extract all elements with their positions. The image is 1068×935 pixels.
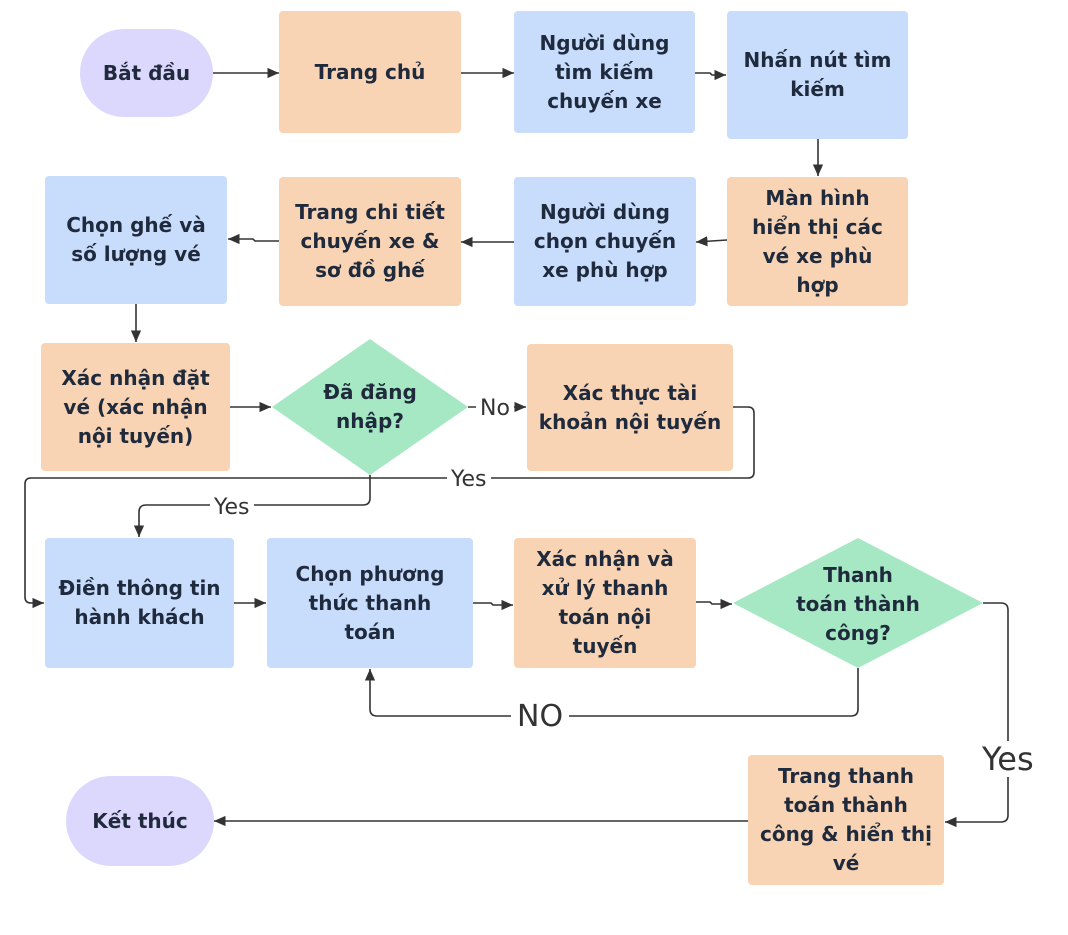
home-label: Trang chủ [314,59,426,84]
home-step: Trang chủ [279,11,461,133]
start-terminal: Bắt đầu [80,29,213,117]
edge-label-no-login: No [476,397,514,421]
payment-success-decision: Thanh toán thành công? [778,560,938,648]
user-search-step: Người dùng tìm kiếm chuyến xe [514,11,695,133]
start-label: Bắt đầu [102,60,191,85]
process-payment-step: Xác nhận và xử lý thanh toán nội tuyến [514,538,696,668]
show-tickets-label: Màn hình hiển thị các vé xe phù hợp [752,185,883,297]
logged-in-decision: Đã đăng nhập? [300,372,440,442]
user-search-label: Người dùng tìm kiếm chuyến xe [539,30,670,113]
choose-seat-step: Chọn ghế và số lượng vé [45,176,227,304]
end-terminal: Kết thúc [66,776,214,866]
user-choose-label: Người dùng chọn chuyến xe phù hợp [533,200,677,282]
edge-label-yes-payment: Yes [978,741,1038,777]
edge-payment-method-to-process [473,599,513,611]
trip-detail-label: Trang chi tiết chuyến xe & sơ đồ ghế [295,200,445,282]
payment-success-label: Thanh toán thành công? [796,562,920,645]
show-tickets-step: Màn hình hiển thị các vé xe phù hợp [727,177,908,306]
edge-label-yes-login: Yes [210,496,254,520]
verify-account-step: Xác thực tài khoản nội tuyến [527,344,733,471]
edge-process-to-payment-success [696,598,732,610]
edge-label-yes-verified: Yes [447,468,491,492]
edge-show-tickets-to-user-choose [695,236,728,247]
logged-in-label: Đã đăng nhập? [323,380,417,433]
edge-logged-in-yes-to-passenger-info [133,475,371,537]
end-label: Kết thúc [92,808,188,833]
verify-account-label: Xác thực tài khoản nội tuyến [538,380,722,434]
press-search-label: Nhấn nút tìm kiếm [743,48,892,101]
edge-label-no-payment: NO [511,701,570,733]
trip-detail-step: Trang chi tiết chuyến xe & sơ đồ ghế [279,177,461,306]
payment-method-step: Chọn phương thức thanh toán [267,538,473,668]
success-page-step: Trang thanh toán thành công & hiển thị v… [748,755,944,885]
user-choose-step: Người dùng chọn chuyến xe phù hợp [514,177,696,306]
process-payment-label: Xác nhận và xử lý thanh toán nội tuyến [536,547,674,658]
edge-user-search-to-press-search [695,69,726,81]
payment-method-label: Chọn phương thức thanh toán [295,561,445,644]
passenger-info-step: Điền thông tin hành khách [45,538,234,668]
success-page-label: Trang thanh toán thành công & hiển thị v… [759,764,933,875]
edge-payment-success-yes-to-success-page [945,602,1009,828]
confirm-booking-label: Xác nhận đặt vé (xác nhận nội tuyến) [61,365,210,448]
press-search-step: Nhấn nút tìm kiếm [727,11,908,139]
passenger-info-label: Điền thông tin hành khách [58,576,221,629]
edge-payment-success-no-to-payment-method [364,668,859,717]
edge-trip-detail-to-choose-seat [228,233,279,245]
confirm-booking-step: Xác nhận đặt vé (xác nhận nội tuyến) [41,343,230,471]
choose-seat-label: Chọn ghế và số lượng vé [66,213,206,266]
